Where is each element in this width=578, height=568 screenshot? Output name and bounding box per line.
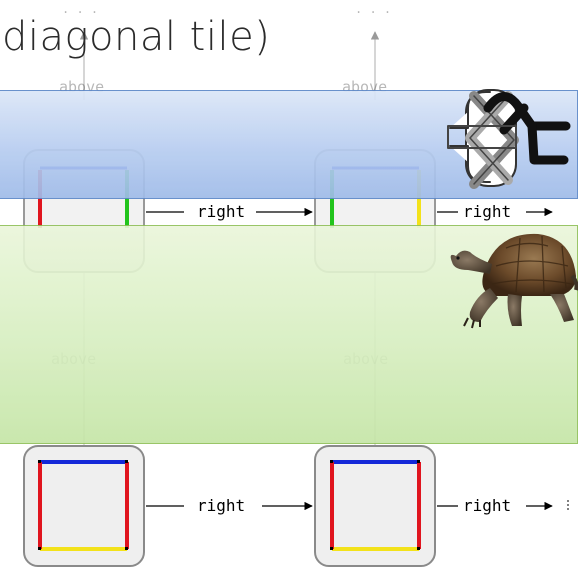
tortoise-image	[450, 233, 578, 329]
ellipsis-label: . . .	[355, 2, 392, 16]
ellipsis-label: . . .	[62, 2, 99, 16]
tile-bottom-right	[314, 445, 436, 567]
right-label: right	[197, 496, 246, 515]
celtic-knot-logo	[447, 89, 571, 189]
tile-bottom-left	[23, 445, 145, 567]
right-label: right	[463, 202, 512, 221]
slide-title: diagonal tile)	[2, 14, 271, 60]
right-label: right	[197, 202, 246, 221]
right-label: right	[463, 496, 512, 515]
